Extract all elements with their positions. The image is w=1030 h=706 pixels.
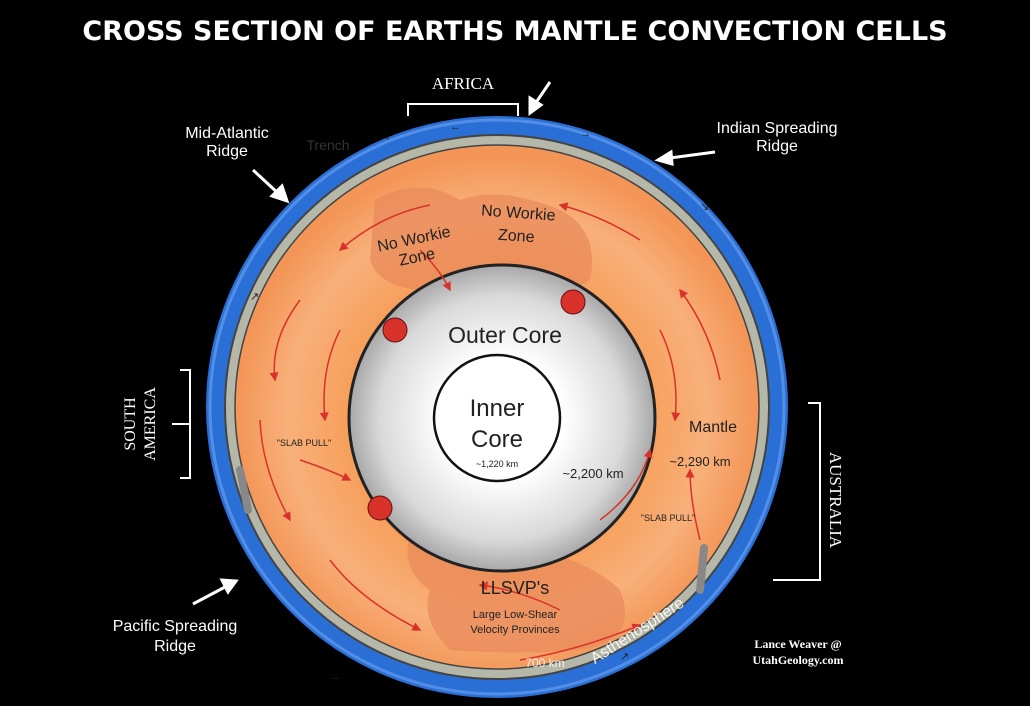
convection-arrows [259,202,721,661]
africa-label: AFRICA [432,74,495,93]
indian-ridge-label: Ridge [756,138,798,155]
outer-core-radius: ~2,200 km [562,466,623,481]
subducting-slab-left [236,466,252,514]
pacific-ridge-label: Ridge [154,638,196,655]
mid-atlantic-ridge-label: Ridge [206,143,248,160]
svg-text:→: → [330,671,341,683]
svg-text:↘: ↘ [700,201,709,213]
south-america-label: SOUTH [122,397,139,451]
inner-core-radius: ~1,220 km [476,459,518,469]
arrow-icon [528,95,544,116]
mid-atlantic-ridge-label: Mid-Atlantic [185,125,269,142]
south-america-bracket [172,369,191,479]
arrow-icon [533,81,552,105]
depth-700-label: 700 km [525,656,564,670]
svg-text:↗: ↗ [620,651,629,663]
pacific-ridge-label: Pacific Spreading [113,618,238,635]
diagram-title: CROSS SECTION OF EARTHS MANTLE CONVECTIO… [82,16,947,47]
no-workie-zone-label: Zone [498,227,536,247]
plume-source-dot [560,289,586,315]
credit-line: Lance Weaver @ [754,637,841,651]
inner-core-label: Inner [470,395,525,422]
no-workie-zone-region [370,187,592,290]
arrow-icon [654,149,674,167]
llsvp-description: Velocity Provinces [470,624,560,636]
arrow-icon [192,585,226,606]
svg-text:↗: ↗ [250,291,259,303]
slab-pull-label-left: "SLAB PULL" [277,438,331,448]
svg-text:→: → [380,131,391,143]
australia-bracket [773,402,821,581]
llsvp-label: LLSVP's [481,578,549,598]
slab-pull-label-right: "SLAB PULL" [641,513,695,523]
llsvp-description: Large Low-Shear [473,609,558,621]
outer-core-label: Outer Core [448,322,562,348]
svg-text:←: ← [450,121,461,133]
mantle-label: Mantle [689,419,737,436]
south-america-label: AMERICA [142,387,159,461]
trench-label: Trench [306,137,349,153]
australia-label: AUSTRALIA [826,452,845,549]
no-workie-zone-label: No Workie [481,202,556,224]
inner-core [432,353,562,483]
arrow-icon [669,150,716,160]
pointer-arrows [192,81,716,606]
arrow-icon [219,578,239,595]
credit-line: UtahGeology.com [753,653,844,667]
mantle-thickness: ~2,290 km [669,454,730,469]
inner-core-label: Core [471,426,523,453]
crust-motion-arrows: → ← → ↘ ↗ → ↗ [250,121,709,683]
svg-text:→: → [580,128,591,140]
indian-ridge-label: Indian Spreading [717,120,838,137]
plume-source-dot [382,317,408,343]
subducting-slab-right [696,544,708,594]
plume-source-dot [367,495,393,521]
earth-cross-section: → ← → ↘ ↗ → ↗ [206,116,788,698]
africa-bracket [407,103,519,116]
arrow-icon [269,183,290,204]
